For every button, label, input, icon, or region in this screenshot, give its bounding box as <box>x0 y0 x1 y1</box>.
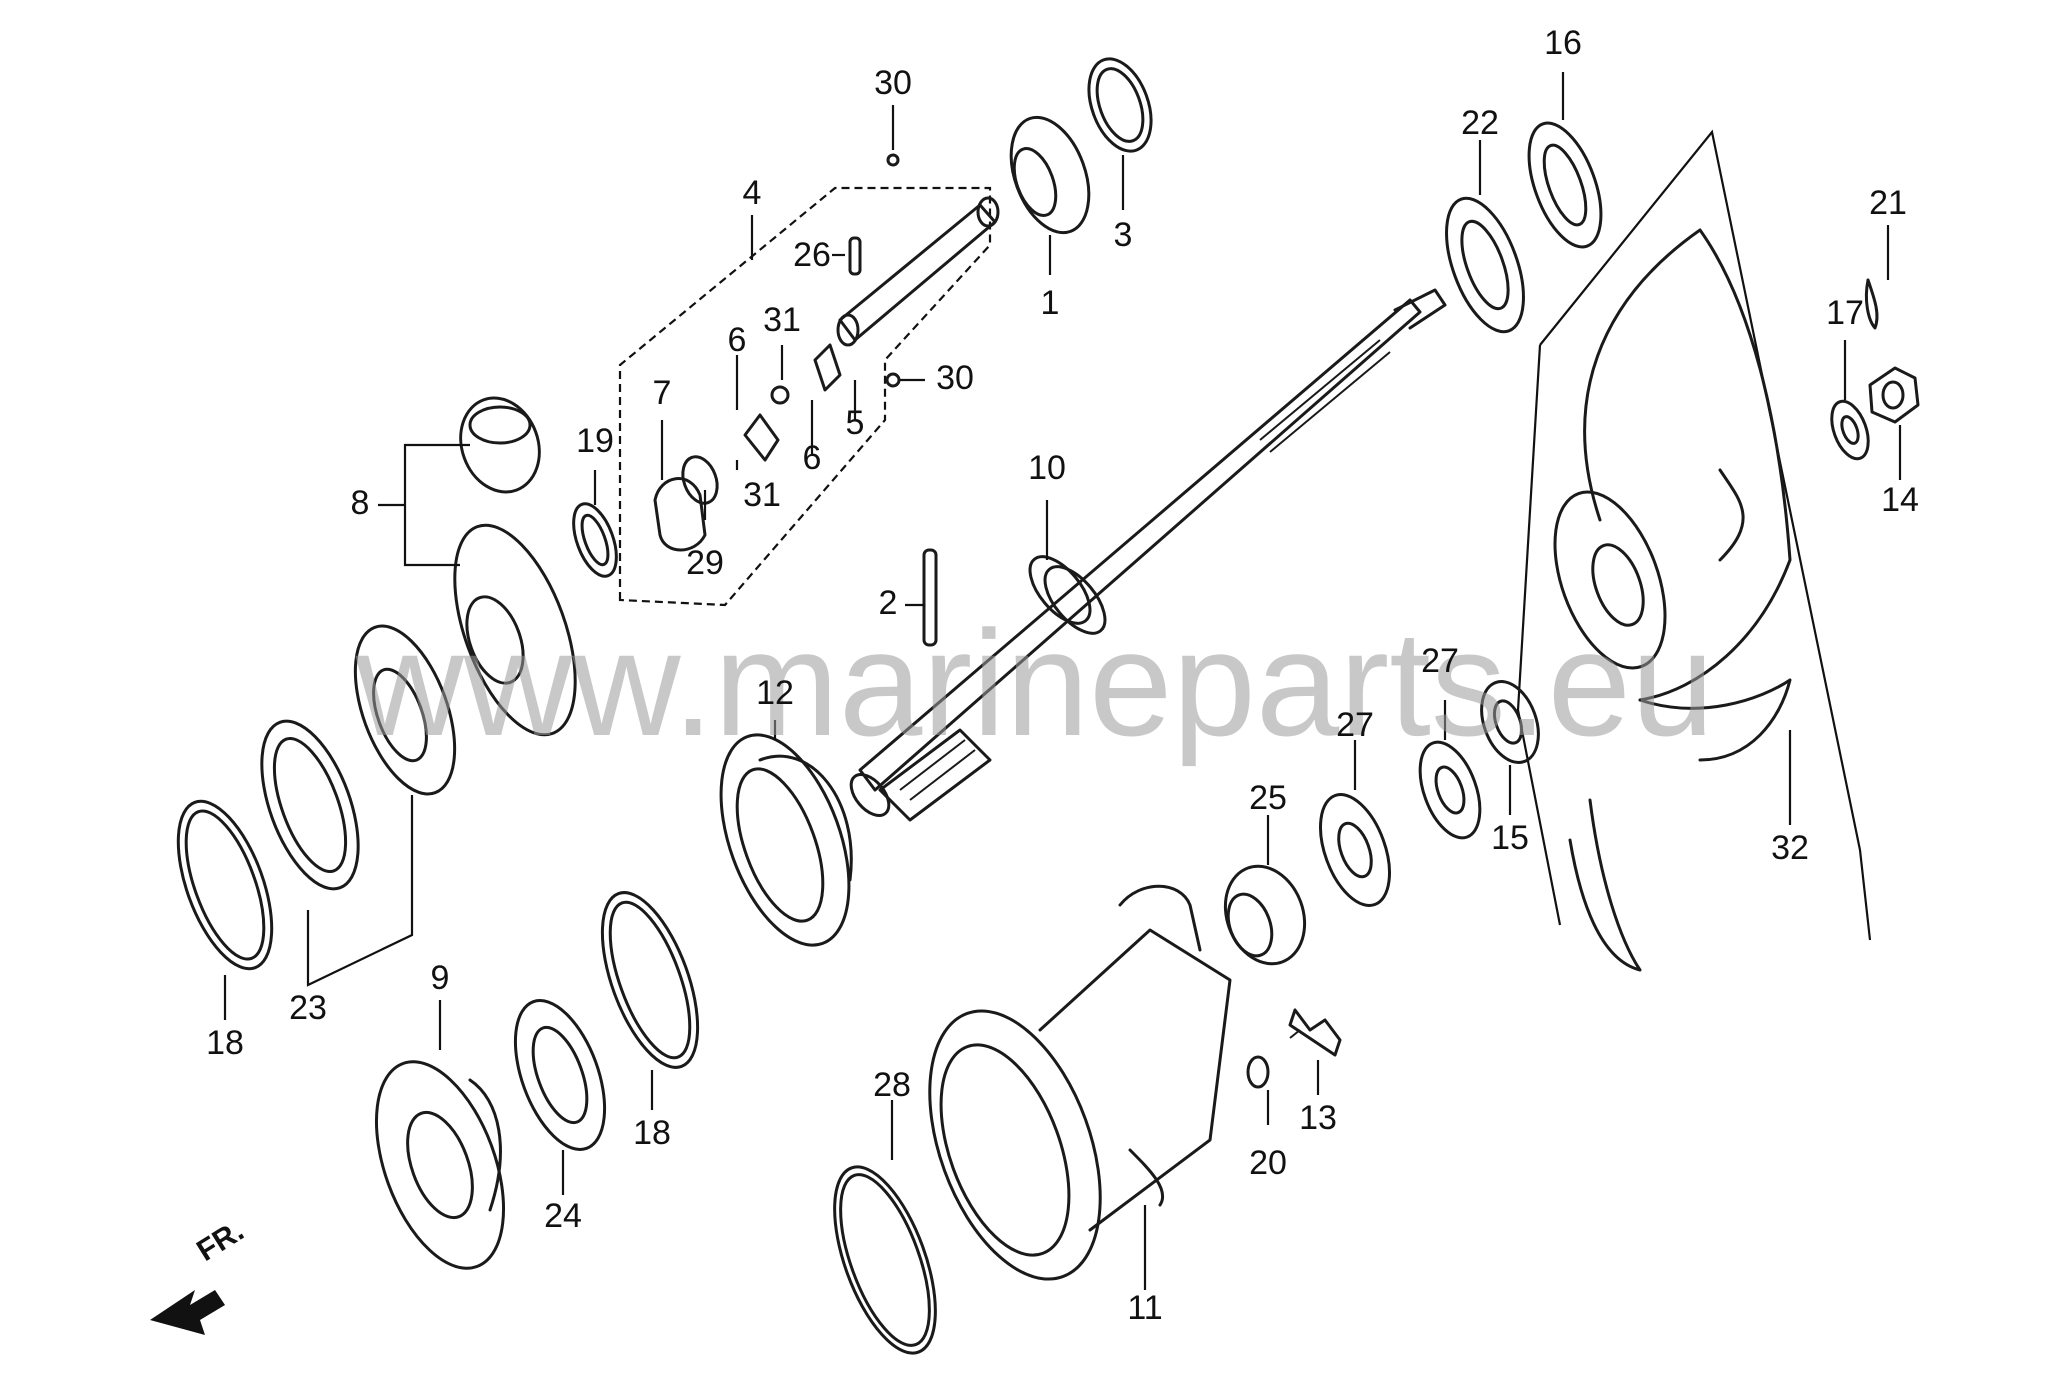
front-direction-marker: FR. <box>150 1214 250 1335</box>
spring-3[interactable] <box>1077 50 1162 159</box>
washer-20[interactable] <box>1246 1055 1270 1089</box>
forward-gear[interactable] <box>351 1045 528 1286</box>
callout-4[interactable]: 4 <box>743 174 762 212</box>
reverse-gear[interactable] <box>430 510 599 751</box>
clutch-1[interactable] <box>997 107 1104 244</box>
leader-lines <box>223 72 1902 1290</box>
callout-3[interactable]: 3 <box>1114 216 1133 254</box>
shim-18-left[interactable] <box>159 789 291 980</box>
callout-25[interactable]: 25 <box>1249 779 1287 817</box>
callout-29[interactable]: 29 <box>686 544 724 582</box>
pin-2[interactable] <box>922 548 938 647</box>
callout-31-top[interactable]: 31 <box>763 301 801 339</box>
callout-30-top[interactable]: 30 <box>874 64 912 102</box>
cotter-pin-21[interactable] <box>1864 278 1879 330</box>
gear-case-cover[interactable] <box>897 884 1232 1302</box>
callout-6-bottom[interactable]: 6 <box>803 439 822 477</box>
callout-12[interactable]: 12 <box>756 674 794 712</box>
callout-31-bottom[interactable]: 31 <box>743 476 781 514</box>
callout-26[interactable]: 26 <box>793 236 831 274</box>
front-label: FR. <box>191 1214 249 1268</box>
shift-assembly-4[interactable] <box>618 153 1000 607</box>
callout-11[interactable]: 11 <box>1127 1289 1162 1327</box>
washer-16[interactable] <box>1515 114 1616 257</box>
bearing-holder[interactable] <box>696 718 875 962</box>
washer-17[interactable] <box>1825 396 1876 463</box>
castle-nut-14[interactable] <box>1868 366 1920 424</box>
callout-27-right[interactable]: 27 <box>1421 642 1459 680</box>
callout-2[interactable]: 2 <box>879 584 898 622</box>
washer-19[interactable] <box>565 498 625 582</box>
pinion-gear[interactable] <box>448 387 552 503</box>
callout-9[interactable]: 9 <box>431 959 450 997</box>
callout-5[interactable]: 5 <box>846 404 865 442</box>
callout-27-left[interactable]: 27 <box>1336 706 1374 744</box>
ball-bearing-24[interactable] <box>498 989 623 1162</box>
callout-7[interactable]: 7 <box>653 374 672 412</box>
callout-21[interactable]: 21 <box>1869 184 1907 222</box>
bearing-race-23[interactable] <box>242 709 377 902</box>
shim-18-middle[interactable] <box>583 881 717 1080</box>
callout-24[interactable]: 24 <box>544 1197 582 1235</box>
callout-18-left[interactable]: 18 <box>206 1024 244 1062</box>
callout-labels: 30 30 4 26 31 31 6 6 5 7 29 19 8 1 3 16 … <box>206 24 1919 1327</box>
oil-seal-27-left[interactable] <box>1307 785 1403 915</box>
oil-seal-27-right[interactable] <box>1408 734 1491 846</box>
callout-20[interactable]: 20 <box>1249 1144 1287 1182</box>
watermark: www.marineparts.eu <box>355 599 1715 767</box>
front-arrow-icon <box>150 1290 225 1335</box>
callout-22[interactable]: 22 <box>1461 104 1499 142</box>
propeller[interactable] <box>1516 129 1872 972</box>
bolt-13[interactable] <box>1288 1008 1342 1057</box>
callout-1[interactable]: 1 <box>1041 284 1060 322</box>
callout-30-right[interactable]: 30 <box>936 359 974 397</box>
callout-23[interactable]: 23 <box>289 989 327 1027</box>
o-ring-28[interactable] <box>814 1154 956 1366</box>
callout-32[interactable]: 32 <box>1771 829 1809 867</box>
callout-6-top[interactable]: 6 <box>728 321 747 359</box>
callout-8[interactable]: 8 <box>351 484 370 522</box>
callout-13[interactable]: 13 <box>1299 1099 1337 1137</box>
callout-16[interactable]: 16 <box>1544 24 1582 62</box>
callout-15[interactable]: 15 <box>1491 819 1529 857</box>
callout-28[interactable]: 28 <box>873 1066 911 1104</box>
propeller-shaft[interactable] <box>844 288 1447 822</box>
callout-10[interactable]: 10 <box>1028 449 1066 487</box>
thrust-washer-15[interactable] <box>1471 674 1549 771</box>
callout-19[interactable]: 19 <box>576 422 614 460</box>
callout-17[interactable]: 17 <box>1826 294 1864 332</box>
roller-bearing-23[interactable] <box>335 613 474 807</box>
needle-bearing-25[interactable] <box>1212 855 1318 975</box>
callout-14[interactable]: 14 <box>1881 481 1919 519</box>
thrust-bearing-22[interactable] <box>1431 188 1539 341</box>
callout-18-middle[interactable]: 18 <box>633 1114 671 1152</box>
